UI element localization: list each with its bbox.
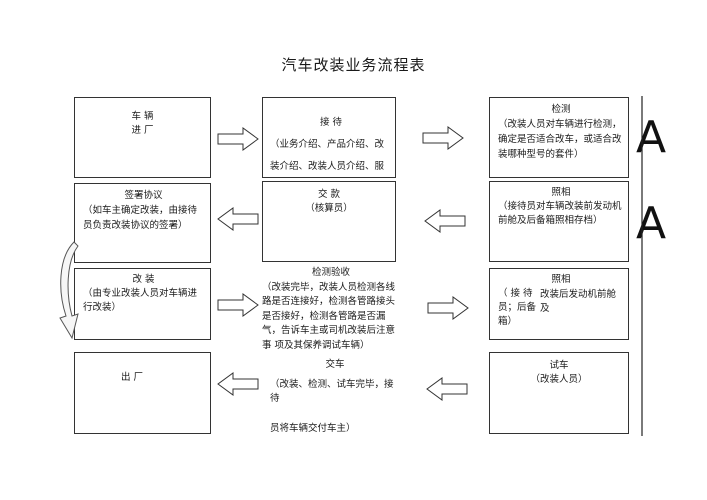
modification-heading: 改 装 bbox=[132, 274, 155, 285]
step-photo-1: 照相 （接待员对车辆改装前发动机前舱及后备箱照相存档） bbox=[489, 181, 629, 262]
modification-body: （由专业改装人员对车辆进行改装） bbox=[83, 288, 198, 313]
agreement-heading: 签署协议 bbox=[124, 190, 163, 201]
decor-glyph-middle: A bbox=[636, 198, 667, 249]
exit-line: 出 厂 bbox=[121, 372, 144, 383]
vehicle-entry-line1: 车 辆 bbox=[131, 111, 154, 122]
payment-heading: 交 款 bbox=[317, 189, 341, 200]
step-exit: 出 厂 bbox=[74, 352, 211, 434]
handover-body1: （改装、检测、试车完毕，接待 bbox=[270, 379, 394, 404]
arrow-right-icon bbox=[217, 127, 259, 151]
arrow-right-icon bbox=[422, 126, 464, 150]
test-drive-heading: 试车 bbox=[549, 360, 569, 371]
step-test-drive: 试车 （改装人员） bbox=[489, 352, 629, 434]
decor-right-edge bbox=[641, 96, 643, 436]
photo-2-body: （ 接 待员；后备箱） 改装后发动机前舱及 bbox=[498, 287, 624, 329]
arrow-left-icon bbox=[217, 207, 259, 231]
step-photo-2: 照相 （ 接 待员；后备箱） 改装后发动机前舱及 bbox=[489, 268, 629, 340]
photo-2-body-right: 改装后发动机前舱及 bbox=[540, 289, 617, 314]
step-acceptance: 检测验收 （改装完毕，改装人员检测各线路是否连接好，检测各管路接头是否接好，检测… bbox=[262, 266, 400, 353]
step-handover: 交车 （改装、检测、试车完毕，接待 员将车辆交付车主） bbox=[270, 358, 400, 436]
reception-body: （业务介绍、产品介绍、改装介绍、改装人员介绍、服务承诺、 bbox=[270, 139, 385, 172]
curved-down-arrow-icon bbox=[59, 241, 79, 340]
photo-2-heading: 照相 bbox=[551, 274, 571, 285]
vehicle-entry-line2: 进 厂 bbox=[131, 125, 154, 136]
agreement-body: （如车主确定改装，由接待员负责改装协议的签署） bbox=[83, 205, 198, 231]
payment-body: （核算员） bbox=[305, 203, 353, 214]
inspection-body: （改装人员对车辆进行检测，确定是否适合改车，或适合改装哪种型号的套件） bbox=[498, 119, 622, 160]
step-payment: 交 款 （核算员） bbox=[262, 181, 396, 262]
acceptance-heading: 检测验收 bbox=[311, 267, 350, 278]
inspection-heading: 检测 bbox=[551, 104, 571, 115]
handover-heading: 交车 bbox=[325, 359, 345, 370]
arrow-left-icon bbox=[217, 372, 259, 396]
reception-heading: 接 待 bbox=[319, 117, 343, 128]
step-agreement: 签署协议 （如车主确定改装，由接待员负责改装协议的签署） bbox=[74, 183, 211, 263]
step-vehicle-entry: 车 辆 进 厂 bbox=[74, 97, 211, 178]
step-modification: 改 装 （由专业改装人员对车辆进行改装） bbox=[74, 268, 211, 340]
step-reception: 接 待 （业务介绍、产品介绍、改装介绍、改装人员介绍、服务承诺、 bbox=[262, 97, 396, 178]
handover-body2: 员将车辆交付车主） bbox=[270, 423, 356, 434]
step-inspection: 检测 （改装人员对车辆进行检测，确定是否适合改车，或适合改装哪种型号的套件） bbox=[489, 97, 629, 178]
decor-glyph-top: A bbox=[636, 112, 667, 163]
arrow-right-icon bbox=[427, 296, 469, 320]
arrow-left-icon bbox=[426, 377, 468, 401]
photo-1-heading: 照相 bbox=[551, 187, 571, 198]
page-title: 汽车改装业务流程表 bbox=[281, 56, 426, 74]
test-drive-body: （改装人员） bbox=[530, 374, 588, 385]
photo-2-body-left: （ 接 待员；后备箱） bbox=[498, 288, 537, 327]
arrow-left-icon bbox=[424, 209, 466, 233]
arrow-right-icon bbox=[217, 293, 259, 317]
acceptance-body: （改装完毕，改装人员检测各线路是否连接好，检测各管路接头是否接好，检测各管路是否… bbox=[262, 281, 396, 351]
photo-1-body: （接待员对车辆改装前发动机前舱及后备箱照相存档） bbox=[498, 201, 622, 226]
